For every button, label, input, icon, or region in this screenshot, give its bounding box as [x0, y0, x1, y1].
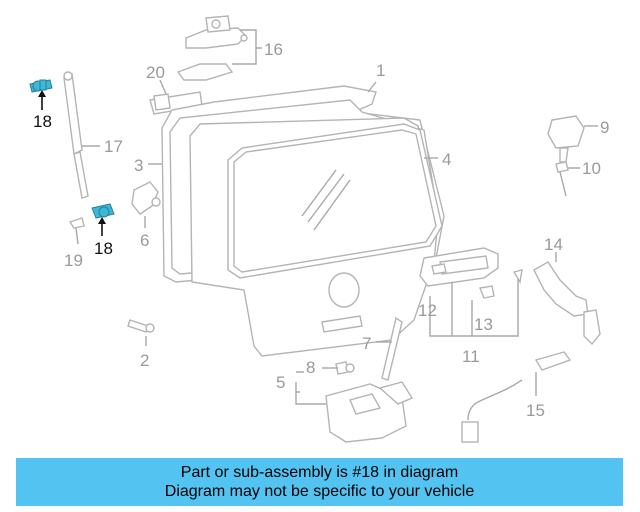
ball-stud-part-lower — [91, 203, 115, 219]
cable-part — [461, 351, 572, 443]
rod-part — [381, 316, 403, 381]
callout-10: 10 — [582, 159, 601, 178]
hinge-part — [176, 15, 248, 81]
callout-4: 4 — [442, 150, 451, 169]
actuator-part — [547, 115, 585, 163]
bolt-part — [127, 319, 155, 333]
callout-15: 15 — [526, 401, 545, 420]
callout-11: 11 — [462, 347, 480, 366]
lift-support-strut — [63, 71, 89, 199]
callout-16: 16 — [264, 40, 283, 59]
spoiler-part — [149, 91, 203, 115]
callout-5: 5 — [276, 373, 285, 392]
banner-line-2: Diagram may not be specific to your vehi… — [164, 483, 475, 500]
callout-1: 1 — [376, 61, 385, 80]
rod-clip-part — [555, 161, 569, 173]
callout-19: 19 — [64, 251, 83, 270]
callout-13: 13 — [474, 315, 493, 334]
callout-6: 6 — [140, 231, 149, 250]
lock-cylinder-part — [533, 261, 601, 346]
callout-7: 7 — [362, 334, 371, 353]
arrow-18-top-head — [38, 90, 46, 97]
bracket-part — [131, 181, 161, 215]
callout-18-lower: 18 — [94, 239, 113, 258]
callout-17: 17 — [104, 137, 123, 156]
clip-part-13 — [479, 285, 495, 299]
callout-18-top: 18 — [33, 112, 52, 131]
clip-part — [68, 217, 85, 229]
rear-glass — [227, 123, 443, 279]
callout-12: 12 — [418, 301, 437, 320]
ball-stud-part-top — [29, 79, 53, 93]
clip-part-13b — [512, 269, 523, 284]
screw-part — [335, 361, 355, 375]
info-banner: Part or sub-assembly is #18 in diagram D… — [16, 458, 623, 506]
banner-line-1: Part or sub-assembly is #18 in diagram — [180, 464, 459, 481]
callout-3: 3 — [134, 156, 143, 175]
parts-diagram: 1 2 3 4 5 6 7 8 9 10 11 12 13 14 15 16 1… — [29, 15, 609, 443]
arrow-18-lower-head — [98, 217, 106, 224]
latch-part — [325, 381, 414, 443]
handle-part — [419, 247, 499, 287]
callout-9: 9 — [600, 118, 609, 137]
callout-14: 14 — [544, 235, 563, 254]
callout-2: 2 — [140, 351, 149, 370]
callout-8: 8 — [306, 358, 315, 377]
callout-20: 20 — [146, 63, 165, 82]
